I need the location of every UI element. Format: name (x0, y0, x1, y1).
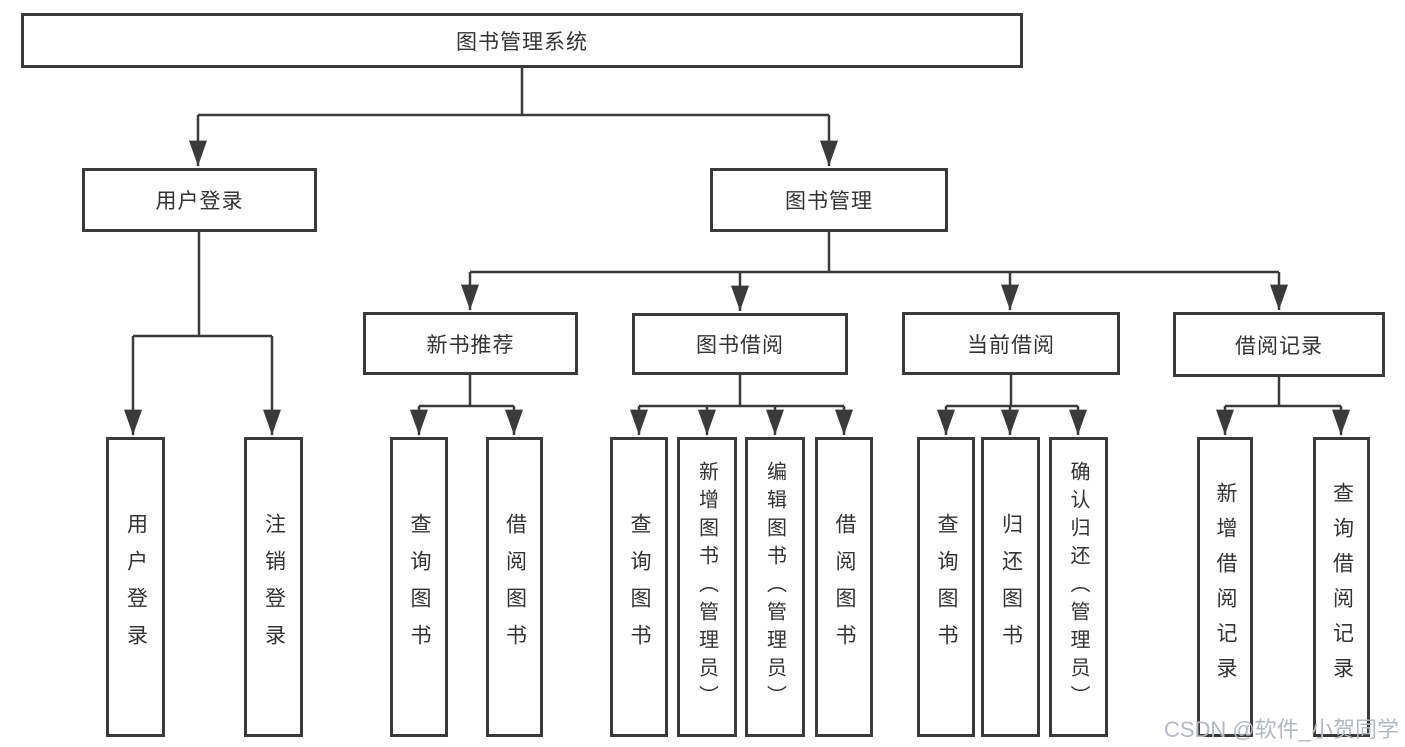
leaf-borrow-book-2: 借阅图书 (815, 437, 873, 737)
leaf-return-book: 归还图书 (981, 437, 1040, 737)
leaf-borrow-book-1-label: 借阅图书 (503, 513, 527, 661)
leaf-query-book-1: 查询图书 (390, 437, 448, 737)
node-borrow-records: 借阅记录 (1173, 312, 1385, 377)
leaf-logout-label: 注销登录 (262, 513, 286, 661)
leaf-query-book-2-label: 查询图书 (628, 513, 651, 661)
leaf-query-book-3: 查询图书 (917, 437, 975, 737)
leaf-query-book-2: 查询图书 (610, 437, 668, 737)
connector-book-borrow-branch (639, 375, 844, 408)
leaf-return-book-label: 归还图书 (999, 513, 1023, 661)
node-root: 图书管理系统 (21, 13, 1023, 68)
node-user-login: 用户登录 (82, 168, 317, 232)
leaf-borrow-book-1: 借阅图书 (486, 437, 543, 737)
leaf-user-login: 用户登录 (106, 437, 165, 737)
leaf-edit-book: 编辑图书（管理员） (745, 437, 805, 737)
leaf-add-book-label: 新增图书（管理员） (695, 461, 718, 713)
node-book-mgmt: 图书管理 (710, 168, 948, 232)
node-book-borrow: 图书借阅 (632, 313, 848, 375)
leaf-add-record-label: 新增借阅记录 (1214, 482, 1237, 692)
csdn-watermark: CSDN @软件_小贺同学 (1163, 717, 1399, 742)
leaf-query-record-label: 查询借阅记录 (1330, 482, 1354, 692)
leaf-confirm-return: 确认归还（管理员） (1049, 437, 1108, 737)
leaf-borrow-book-2-label: 借阅图书 (833, 513, 856, 661)
connector-borrow-records-branch (1225, 377, 1341, 408)
connector-current-borrow-branch (946, 375, 1078, 408)
leaf-add-record: 新增借阅记录 (1197, 437, 1253, 737)
connector-user-login-branch (133, 232, 272, 338)
connector-book-mgmt-branch (470, 232, 1279, 274)
leaf-confirm-return-label: 确认归还（管理员） (1067, 461, 1089, 713)
leaf-query-record: 查询借阅记录 (1313, 437, 1370, 737)
node-new-book-rec: 新书推荐 (363, 312, 578, 375)
leaf-edit-book-label: 编辑图书（管理员） (763, 461, 786, 713)
connector-new-book-branch (419, 375, 514, 408)
leaf-query-book-3-label: 查询图书 (935, 513, 958, 661)
connector-root-branch (198, 68, 829, 117)
leaf-query-book-1-label: 查询图书 (408, 513, 431, 661)
leaf-user-login-label: 用户登录 (124, 513, 148, 661)
leaf-logout: 注销登录 (244, 437, 303, 737)
node-current-borrow: 当前借阅 (902, 312, 1120, 375)
leaf-add-book: 新增图书（管理员） (677, 437, 737, 737)
